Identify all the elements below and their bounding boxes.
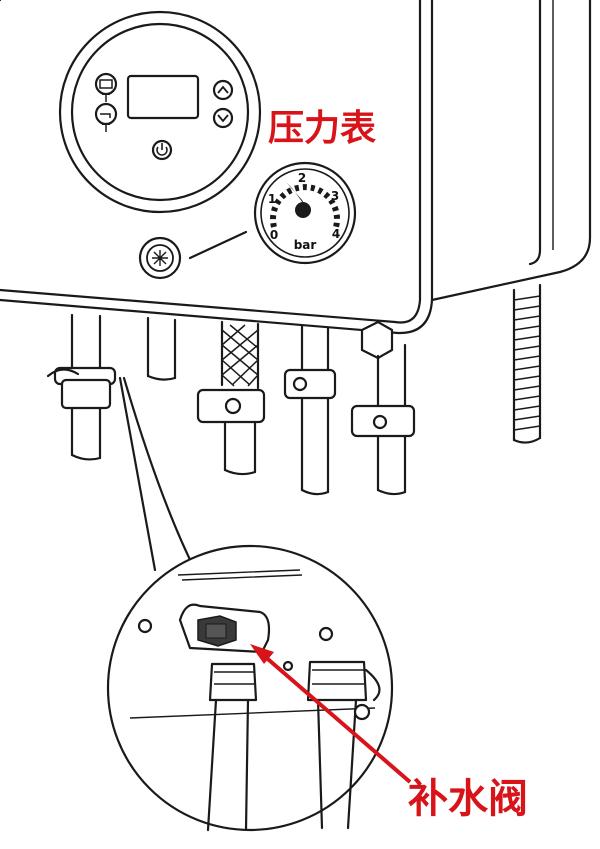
control-panel [58, 10, 262, 214]
pressure-gauge-label: 压力表 [268, 108, 376, 149]
gauge-tick-2: 2 [298, 171, 306, 185]
fill-valve-label: 补水阀 [408, 776, 528, 822]
gauge-tick-3: 3 [331, 189, 339, 203]
callout-line-left [118, 376, 157, 572]
chevron-down-icon[interactable] [212, 107, 234, 129]
pipes [46, 283, 542, 496]
boiler-body [0, 0, 592, 335]
reset-knob[interactable] [138, 236, 182, 280]
gauge-leader-line [188, 230, 248, 260]
fill-valve-arrow [250, 644, 412, 784]
display-screen [126, 74, 200, 120]
pressure-gauge: 0 1 2 3 4 bar [253, 161, 357, 265]
magnified-view [106, 544, 394, 832]
gauge-unit: bar [294, 238, 317, 252]
braided-hose [220, 320, 260, 390]
tap-icon[interactable] [94, 102, 118, 132]
fill-valve-knob[interactable] [197, 615, 237, 647]
corrugated-hose [512, 283, 542, 444]
radiator-icon[interactable] [94, 72, 118, 102]
chevron-up-icon[interactable] [212, 79, 234, 101]
gauge-tick-0: 0 [270, 228, 278, 242]
gauge-tick-4: 4 [332, 227, 340, 241]
callout-line-right [122, 376, 197, 572]
gauge-tick-1: 1 [268, 192, 276, 206]
power-icon[interactable] [151, 139, 173, 161]
